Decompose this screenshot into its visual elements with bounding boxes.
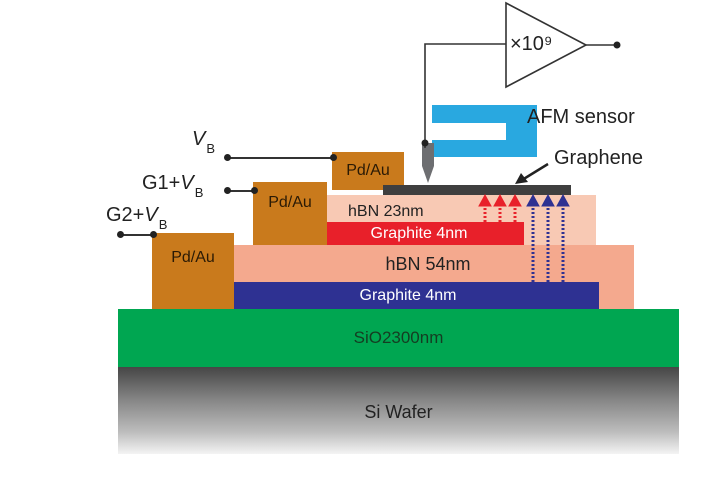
red-arrowhead-2 xyxy=(493,193,507,207)
blue-arrows xyxy=(526,193,570,282)
contact-g1: Pd/Au xyxy=(253,182,327,245)
g1-label-prefix: G1+ xyxy=(142,172,181,194)
graphite-bottom-label: Graphite 4nm xyxy=(359,286,457,304)
contact-g1-label: Pd/Au xyxy=(268,194,312,211)
g1-label-sub: B xyxy=(194,185,204,200)
tip-wire-dot xyxy=(421,139,429,147)
vb-label-main: V xyxy=(192,128,206,150)
graphene-sheet xyxy=(383,185,571,195)
contact-vb: Pd/Au xyxy=(332,152,404,190)
feedback-wire xyxy=(424,43,506,148)
si-wafer-label: Si Wafer xyxy=(364,401,433,422)
graphene-label: Graphene xyxy=(554,147,643,169)
g1-wire xyxy=(228,190,255,192)
vb-label-sub: B xyxy=(206,141,216,156)
vb-contact-dot xyxy=(330,154,337,161)
g2-label-sub: B xyxy=(158,217,168,232)
g1-terminal-dot[interactable] xyxy=(224,187,231,194)
g1-contact-dot xyxy=(251,187,258,194)
amplifier-gain-label: ×10⁹ xyxy=(510,33,553,55)
g2-label-prefix: G2+ xyxy=(106,204,145,226)
contact-g2: Pd/Au xyxy=(152,233,234,309)
sio2-layer: SiO2300nm xyxy=(118,309,679,367)
blue-arrowhead-1 xyxy=(526,193,540,207)
hbn-bottom-label: hBN 54nm xyxy=(385,254,471,274)
vb-terminal-dot[interactable] xyxy=(224,154,231,161)
g2-wire xyxy=(121,234,154,236)
blue-arrowhead-3 xyxy=(556,193,570,207)
contact-g2-label: Pd/Au xyxy=(171,249,215,266)
g2-label-main: V xyxy=(144,204,158,226)
red-arrowhead-3 xyxy=(508,193,522,207)
afm-tip xyxy=(422,143,434,183)
hbn-top-label: hBN 23nm xyxy=(348,203,424,220)
graphite-top-layer: Graphite 4nm xyxy=(314,222,524,245)
graphene-arrowhead xyxy=(515,173,528,184)
g2-terminal-dot[interactable] xyxy=(117,231,124,238)
afm-sensor xyxy=(422,105,537,183)
g1-label: G1+VB xyxy=(142,172,203,200)
graphene-pointer-arrow xyxy=(515,162,549,184)
afm-cantilever xyxy=(432,105,537,157)
vb-wire xyxy=(228,157,334,159)
field-arrows xyxy=(478,193,570,282)
vb-label: VB xyxy=(192,128,215,156)
sio2-label: SiO2300nm xyxy=(353,328,444,347)
g1-label-main: V xyxy=(180,172,194,194)
graphite-top-label: Graphite 4nm xyxy=(370,224,468,242)
contact-vb-label: Pd/Au xyxy=(346,162,390,179)
amplifier-output-dot xyxy=(613,41,621,49)
afm-sensor-label: AFM sensor xyxy=(527,106,635,128)
blue-arrowhead-2 xyxy=(541,193,555,207)
g2-contact-dot xyxy=(150,231,157,238)
g2-label: G2+VB xyxy=(106,204,167,232)
si-wafer-layer: Si Wafer xyxy=(118,366,679,454)
red-arrowhead-1 xyxy=(478,193,492,207)
amplifier-triangle xyxy=(505,1,588,89)
graphite-bottom-layer: Graphite 4nm xyxy=(217,282,599,309)
red-arrows xyxy=(478,193,522,222)
amplifier-circuit xyxy=(421,1,621,148)
